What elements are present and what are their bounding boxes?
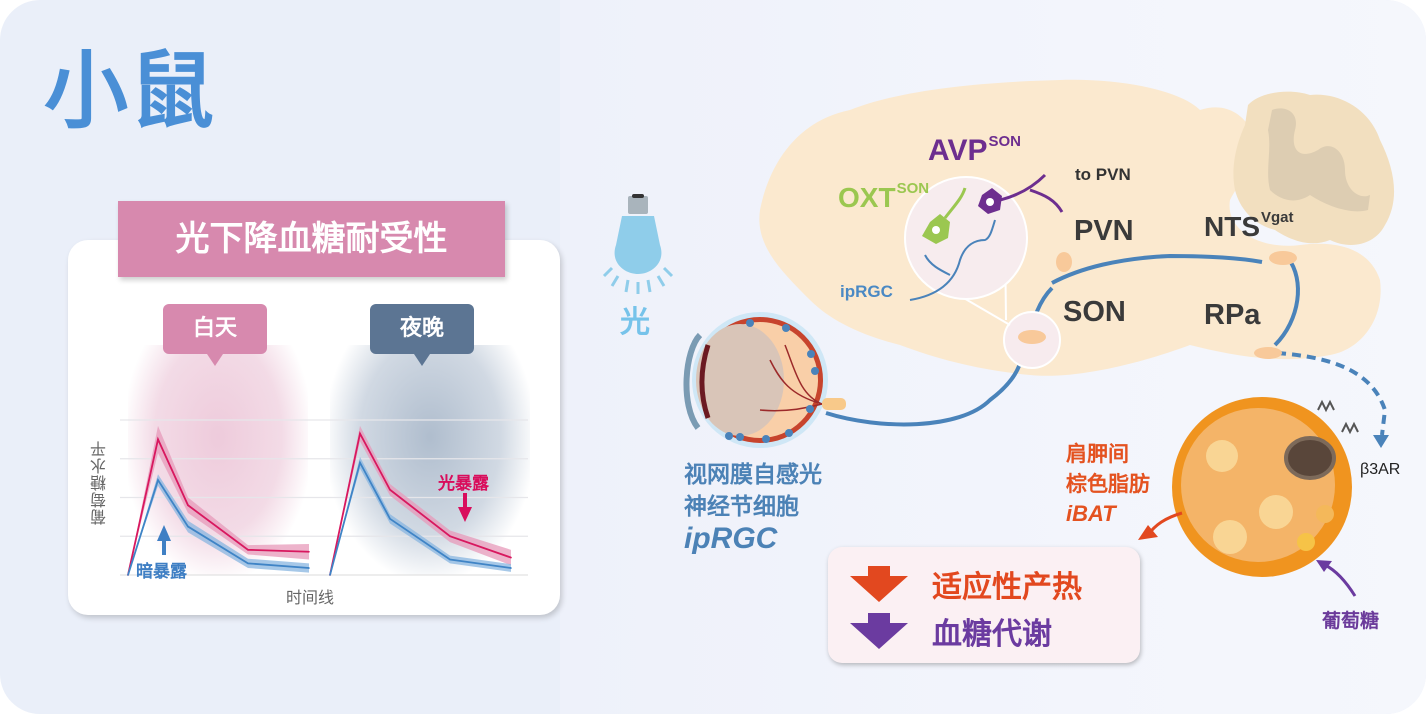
page-title: 小鼠 — [44, 42, 217, 140]
retina-label-line3: ipRGC — [684, 522, 778, 555]
data-point — [389, 518, 391, 520]
son-to-pvn-path — [1051, 253, 1263, 285]
glucose-input-arrowhead — [1316, 560, 1332, 572]
oxt-son-label: OXTSON — [838, 180, 929, 214]
thermogenesis-label: 适应性产热 — [932, 570, 1082, 605]
error-band-light-day — [128, 425, 309, 575]
retina-label-line2: 神经节细胞 — [684, 494, 799, 520]
avp-sup: SON — [988, 133, 1021, 150]
data-point — [389, 488, 391, 491]
ibat-output-arrowhead — [1138, 525, 1158, 540]
dark-exposure-arrow — [157, 525, 171, 555]
ibat-label-line3: iBAT — [1066, 501, 1116, 526]
ibat-label-line2: 棕色脂肪 — [1066, 472, 1150, 496]
ibat-label-line1: 肩胛间 — [1066, 442, 1129, 466]
data-point — [510, 567, 512, 569]
dark-exposure-label: 暗暴露 — [136, 562, 187, 582]
oxt-main: OXT — [838, 182, 896, 213]
retina-label: 视网膜自感光 神经节细胞 ipRGC — [684, 459, 822, 555]
data-point — [308, 567, 310, 569]
panel-title: 光下降血糖耐受性 — [118, 201, 505, 277]
light-bulb-icon — [602, 194, 674, 294]
oxt-neuron-icon — [922, 187, 967, 244]
nts-main: NTS — [1204, 211, 1260, 242]
light-label: 光 — [620, 305, 650, 340]
data-point — [187, 504, 189, 507]
avp-neuron-icon — [978, 173, 1064, 214]
light-exposure-label: 光暴露 — [438, 474, 489, 494]
nts-to-rpa-path — [1273, 256, 1300, 347]
down-arrow-icon — [850, 566, 908, 602]
bat-arrowhead — [1373, 435, 1389, 448]
glucose-input-arrow — [1324, 563, 1357, 597]
son-nucleus — [1018, 330, 1046, 344]
retina-label-line1: 视网膜自感光 — [684, 462, 822, 488]
light-exposure-arrow — [458, 493, 472, 522]
glucose-label: 葡萄糖 — [1322, 610, 1380, 632]
ibat-label: 肩胛间 棕色脂肪 iBAT — [1066, 439, 1150, 529]
retina-eye-icon — [683, 312, 846, 448]
results-box: 适应性产热 血糖代谢 — [828, 547, 1140, 663]
night-tag: 夜晚 — [370, 304, 474, 366]
nts-vgat-label: NTSVgat — [1204, 209, 1294, 243]
day-tag: 白天 — [163, 304, 267, 366]
data-point — [449, 558, 451, 561]
data-point — [127, 574, 129, 576]
retina-to-son-path — [825, 354, 1024, 427]
data-point — [308, 550, 310, 553]
iprgc-axon-icon — [909, 219, 996, 301]
iprgc-neuron-label: ipRGC — [840, 282, 893, 301]
son-label: SON — [1063, 296, 1126, 328]
pvn-nucleus — [1056, 252, 1072, 272]
to-pvn-label: to PVN — [1075, 165, 1131, 184]
error-band-dark-night — [330, 456, 511, 575]
nts-nucleus — [1269, 251, 1297, 265]
pvn-label: PVN — [1074, 215, 1134, 247]
chart-lines — [127, 430, 512, 576]
beta3ar-label: β3AR — [1360, 461, 1401, 478]
thermogenesis-row: 适应性产热 — [850, 562, 1082, 606]
rpa-nucleus — [1254, 347, 1282, 359]
glucose-metabolism-label: 血糖代谢 — [932, 617, 1052, 652]
data-point — [359, 432, 361, 435]
x-axis-label: 时间线 — [286, 588, 335, 607]
rpa-to-bat-path — [1261, 350, 1388, 436]
oxt-sup: SON — [896, 180, 930, 197]
down-arrow-icon — [850, 613, 908, 649]
error-band-dark-day — [128, 474, 309, 575]
data-point — [157, 438, 159, 441]
data-point — [247, 549, 249, 551]
nts-sup: Vgat — [1261, 209, 1294, 226]
rpa-label: RPa — [1204, 299, 1261, 331]
data-point — [157, 479, 159, 481]
data-point — [187, 525, 189, 528]
avp-son-label: AVPSON — [928, 133, 1021, 168]
cerebellum-folds — [1268, 108, 1370, 212]
glucose-metabolism-row: 血糖代谢 — [850, 609, 1052, 653]
data-point — [247, 562, 249, 565]
brain-shape — [759, 79, 1381, 376]
data-point — [510, 556, 512, 559]
data-point — [359, 461, 361, 464]
brown-fat-cell-icon — [1172, 397, 1359, 577]
avp-main: AVP — [928, 134, 988, 167]
data-point — [329, 574, 331, 576]
data-point — [449, 535, 451, 538]
